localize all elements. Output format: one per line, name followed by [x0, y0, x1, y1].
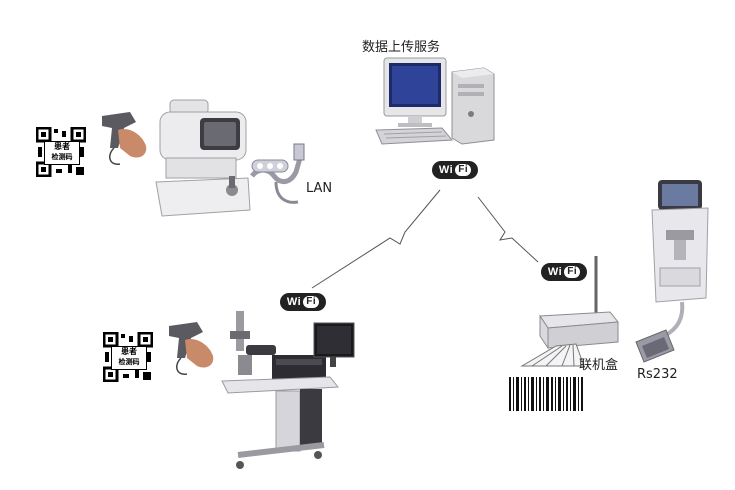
autorefractor-device	[155, 99, 251, 217]
server-label: 数据上传服务	[362, 40, 441, 55]
rs232-label: Rs232	[637, 367, 678, 382]
barcode-scanner-icon	[169, 322, 214, 375]
connection-box	[520, 256, 619, 367]
barcode-scanner-icon	[102, 112, 147, 165]
lan-cable-icon	[250, 143, 305, 204]
slit-lamp-workstation	[221, 311, 355, 469]
box-label: 联机盒	[579, 358, 619, 373]
server-computer	[375, 57, 495, 145]
rs232-cable-icon	[635, 301, 685, 363]
link-server-to-slitlamp	[311, 189, 441, 289]
barcode-icon	[509, 377, 583, 411]
link-server-to-box	[477, 196, 539, 263]
qr-code-label: 患者检测码	[111, 346, 147, 370]
lensmeter-device	[651, 180, 709, 303]
lan-label: LAN	[306, 181, 333, 196]
qr-code-label: 患者检测码	[44, 141, 80, 165]
